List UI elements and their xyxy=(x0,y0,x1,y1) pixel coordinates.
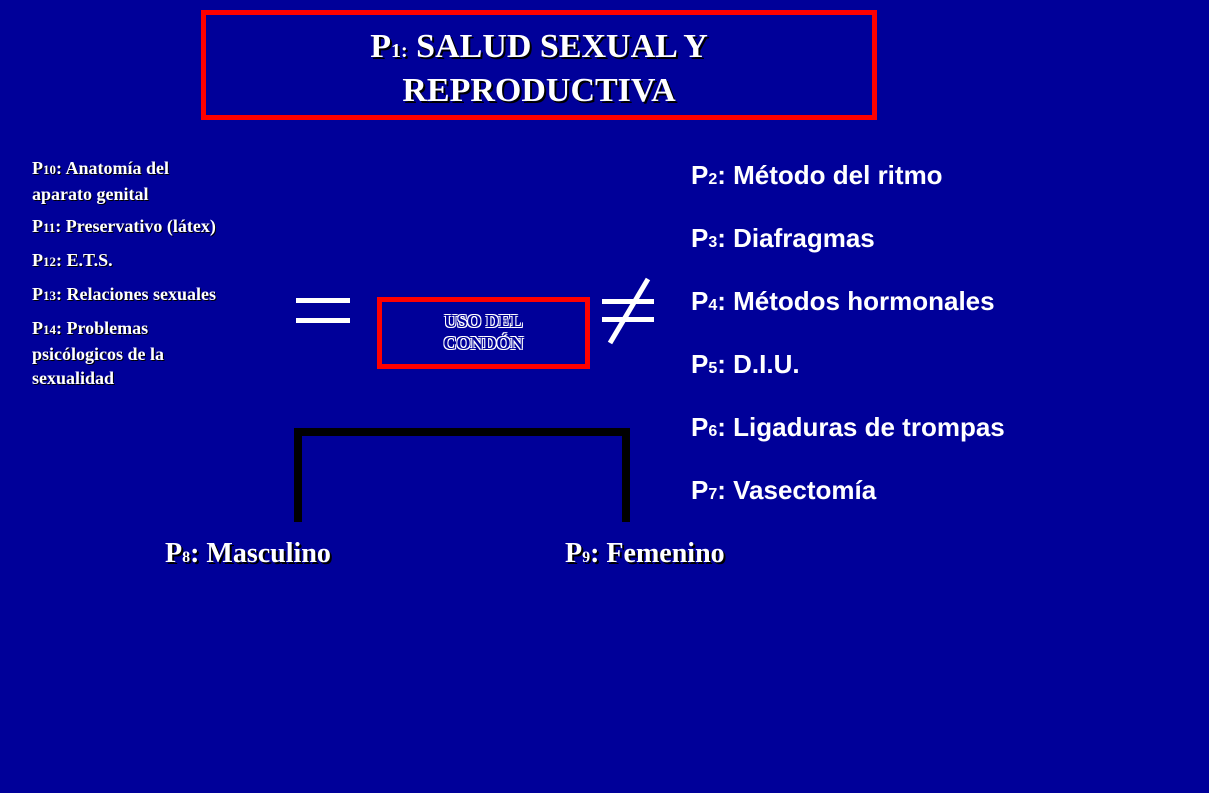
label-sub: 9 xyxy=(582,549,591,566)
bracket-line xyxy=(294,428,630,522)
bracket-connector xyxy=(294,428,630,522)
right-item-p: P xyxy=(691,349,709,379)
right-item-sub: 5 xyxy=(708,360,718,377)
left-item-sub: 14 xyxy=(43,322,56,337)
right-item-p2: P2: Método del ritmo xyxy=(691,146,1191,209)
right-item-sub: 7 xyxy=(708,486,718,503)
right-item-p3: P3: Diafragmas xyxy=(691,209,1191,272)
title-p: P xyxy=(370,28,391,65)
left-item-p12: P12: E.T.S. xyxy=(32,248,232,274)
left-item-p10: P10: Anatomía del aparato genital xyxy=(32,156,232,206)
right-item-p: P xyxy=(691,412,709,442)
left-item-p: P xyxy=(32,284,43,304)
right-item-p6: P6: Ligaduras de trompas xyxy=(691,398,1191,461)
left-item-p14: P14: Problemas psicólogicos de la sexual… xyxy=(32,316,232,390)
label-masculino: P8: Masculino xyxy=(165,536,331,576)
condom-line-1: USO DEL xyxy=(444,311,523,331)
right-item-text: : Vasectomía xyxy=(717,475,877,505)
left-item-p: P xyxy=(32,250,43,270)
right-item-text: : D.I.U. xyxy=(717,349,800,379)
page-title: P1: SALUD SEXUAL Y REPRODUCTIVA xyxy=(206,27,872,111)
equals-sign-icon xyxy=(296,298,350,323)
left-item-p: P xyxy=(32,158,43,178)
noteq-bar-top xyxy=(602,299,654,304)
right-item-p4: P4: Métodos hormonales xyxy=(691,272,1191,335)
right-item-p: P xyxy=(691,160,709,190)
title-line-2: REPRODUCTIVA xyxy=(402,72,676,109)
label-p: P xyxy=(565,538,583,569)
left-item-p13: P13: Relaciones sexuales xyxy=(32,282,232,308)
left-item-text: : Preservativo (látex) xyxy=(55,216,216,236)
condom-line-2: CONDÓN xyxy=(443,333,524,353)
left-item-sub: 11 xyxy=(43,220,56,235)
left-item-text: : Anatomía del aparato genital xyxy=(32,158,170,204)
right-item-sub: 3 xyxy=(708,234,718,251)
right-item-text: : Ligaduras de trompas xyxy=(717,412,1005,442)
left-item-p: P xyxy=(32,216,43,236)
right-method-list: P2: Método del ritmo P3: Diafragmas P4: … xyxy=(691,146,1191,524)
right-item-sub: 4 xyxy=(708,297,718,314)
equals-bar-bottom xyxy=(296,318,350,323)
label-femenino: P9: Femenino xyxy=(565,536,725,576)
right-item-p5: P5: D.I.U. xyxy=(691,335,1191,398)
right-item-text: : Diafragmas xyxy=(717,223,875,253)
right-item-p: P xyxy=(691,223,709,253)
label-text: : Femenino xyxy=(590,538,725,569)
right-item-text: : Métodos hormonales xyxy=(717,286,995,316)
left-item-sub: 12 xyxy=(43,254,56,269)
left-item-p11: P11: Preservativo (látex) xyxy=(32,214,232,240)
equals-bar-top xyxy=(296,298,350,303)
left-item-text: : Problemas psicólogicos de la sexualida… xyxy=(32,318,165,388)
not-equal-sign-icon xyxy=(602,277,654,345)
left-topic-list: P10: Anatomía del aparato genital P11: P… xyxy=(32,156,232,398)
right-item-p7: P7: Vasectomía xyxy=(691,461,1191,524)
title-p-sub: 1: xyxy=(391,40,408,62)
left-item-text: : Relaciones sexuales xyxy=(56,284,216,304)
label-sub: 8 xyxy=(182,549,191,566)
condom-use-label: USO DEL CONDÓN xyxy=(382,310,585,354)
noteq-slash xyxy=(607,277,651,345)
noteq-bar-bottom xyxy=(602,317,654,322)
title-line1-text: SALUD SEXUAL Y xyxy=(407,28,708,65)
left-item-p: P xyxy=(32,318,43,338)
label-text: : Masculino xyxy=(190,538,331,569)
title-box: P1: SALUD SEXUAL Y REPRODUCTIVA xyxy=(201,10,877,120)
condom-use-box: USO DEL CONDÓN xyxy=(377,297,590,369)
title-line-1: P1: SALUD SEXUAL Y xyxy=(206,27,872,71)
left-item-text: : E.T.S. xyxy=(56,250,113,270)
left-item-sub: 13 xyxy=(43,288,56,303)
label-p: P xyxy=(165,538,183,569)
left-item-sub: 10 xyxy=(43,162,56,177)
right-item-p: P xyxy=(691,475,709,505)
right-item-p: P xyxy=(691,286,709,316)
right-item-sub: 6 xyxy=(708,423,718,440)
right-item-text: : Método del ritmo xyxy=(717,160,943,190)
right-item-sub: 2 xyxy=(708,171,718,188)
